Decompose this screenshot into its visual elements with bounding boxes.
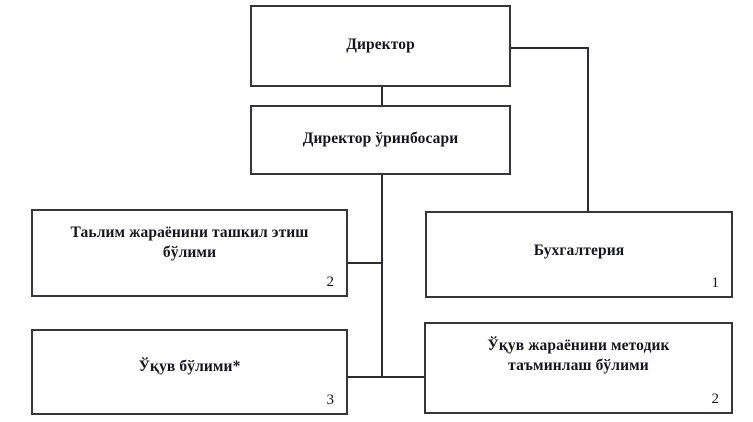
node-accounting-label: Бухгалтерия [533, 242, 625, 259]
node-methodological-support-number: 2 [711, 391, 720, 407]
node-education-process-organization[interactable]: Таьлим жараёнини ташкил этиш бўлими 2 [31, 209, 348, 297]
connector-trunk-to-edu-org [347, 262, 383, 264]
node-education-process-organization-label: Таьлим жараёнини ташкил этиш бўлими [70, 224, 309, 261]
node-study-department-label: Ўқув бўлими* [138, 358, 241, 375]
node-accounting-number: 1 [711, 275, 720, 291]
node-deputy-director[interactable]: Директор ўринбосари [250, 105, 511, 175]
connector-director-right-horizontal [511, 47, 589, 49]
connector-director-to-deputy [381, 87, 383, 106]
node-study-department[interactable]: Ўқув бўлими* 3 [31, 329, 348, 415]
connector-deputy-trunk-vertical [381, 175, 383, 378]
connector-bottom-crossbar [347, 376, 426, 378]
node-deputy-director-label: Директор ўринбосари [302, 130, 459, 147]
connector-director-to-accounting-vertical [587, 47, 589, 212]
node-director[interactable]: Директор [250, 5, 511, 87]
node-education-process-organization-number: 2 [326, 274, 335, 290]
node-study-department-number: 3 [326, 392, 335, 408]
node-accounting[interactable]: Бухгалтерия 1 [425, 211, 733, 298]
node-methodological-support-label: Ўқув жараёнини методик таъминлаш бўлими [487, 337, 670, 374]
node-methodological-support[interactable]: Ўқув жараёнини методик таъминлаш бўлими … [424, 322, 733, 414]
node-director-label: Директор [346, 36, 415, 53]
